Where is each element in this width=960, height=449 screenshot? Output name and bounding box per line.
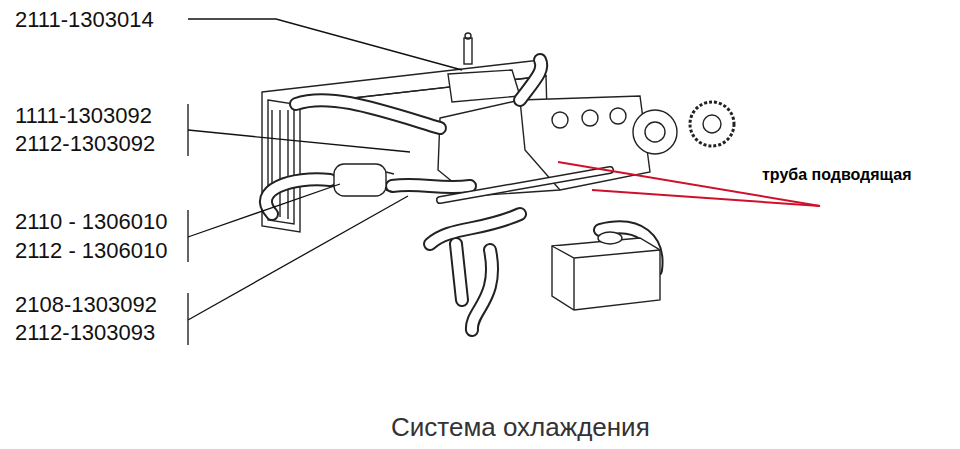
part-number: 2112-1303092 — [15, 132, 155, 156]
part-number: 2111-1303014 — [15, 8, 154, 32]
part-number: 2112 - 1306010 — [15, 239, 168, 263]
part-number: 1111-1303092 — [15, 104, 152, 128]
part-number: 2112-1303093 — [15, 321, 155, 345]
part-number: 2108-1303092 — [15, 293, 157, 317]
caption: Система охлаждения — [391, 413, 650, 442]
annotation-label: труба подводящая — [762, 166, 912, 184]
part-number: 2110 - 1306010 — [15, 210, 168, 234]
